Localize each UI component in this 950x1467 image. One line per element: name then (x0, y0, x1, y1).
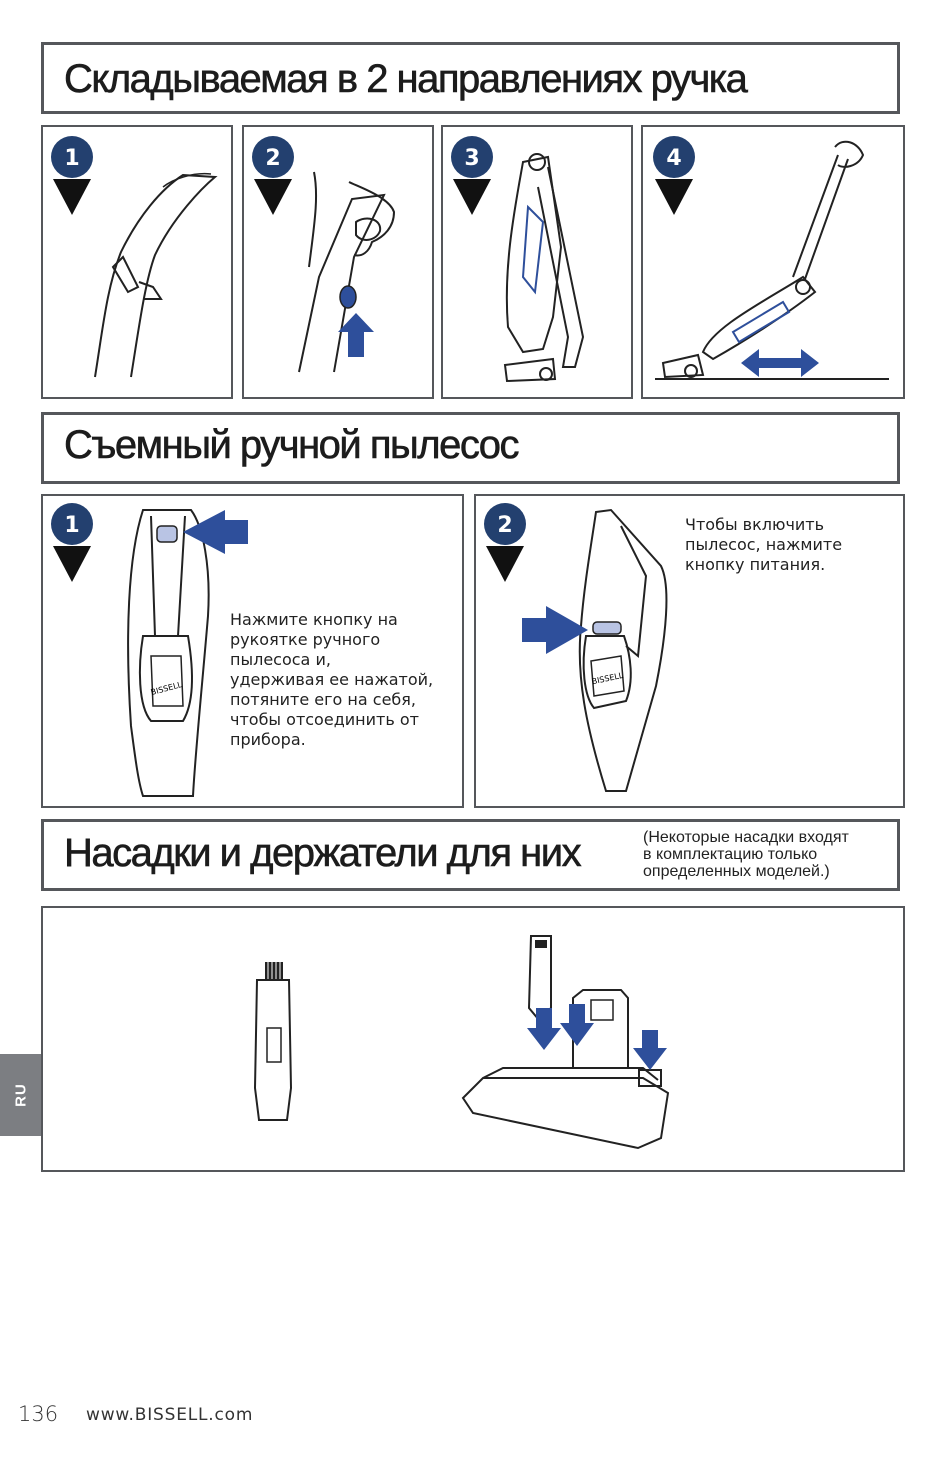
section-title: Съемный ручной пылесос (64, 423, 518, 468)
section-banner-handheld: Съемный ручной пылесос (41, 412, 900, 484)
attachment-holder (463, 936, 668, 1148)
handheld-step1-text: Нажмите кнопку на рукоятке ручного пылес… (230, 610, 460, 750)
section-banner-attachments: Насадки и держатели для них (Некоторые н… (41, 819, 900, 891)
attachments-note: (Некоторые насадки входят в комплектацию… (643, 829, 883, 880)
handheld-step-panel-2: 2 BISSELL Чтобы включить пылесос, нажмит… (474, 494, 905, 808)
step-badge-icon: 2 (484, 503, 526, 582)
step-badge-icon: 1 (51, 503, 93, 582)
step-panel-2: 2 (242, 125, 434, 399)
step-number: 2 (265, 146, 280, 171)
attachments-panel (41, 906, 905, 1172)
section-title: Складываемая в 2 направлениях ручка (64, 57, 746, 102)
handheld-step-panel-1: 1 BISSELL Нажмите кнопку на рукоятке руч… (41, 494, 464, 808)
step-number: 3 (464, 146, 479, 171)
folded-vacuum-illustration: 3 (443, 127, 635, 401)
direction-arrow-icon (183, 510, 248, 554)
step-number: 1 (64, 513, 79, 538)
step-panel-1: 1 (41, 125, 233, 399)
handheld-step2-text: Чтобы включить пылесос, нажмите кнопку п… (685, 515, 895, 575)
website-link[interactable]: www.BISSELL.com (86, 1405, 253, 1425)
direction-arrow-icon (522, 606, 588, 654)
language-tab: RU (0, 1054, 41, 1136)
hand-press-illustration: 2 (244, 127, 436, 401)
svg-text:BISSELL: BISSELL (150, 680, 184, 697)
attachments-illustration (43, 908, 907, 1174)
section-banner-folding-handle: Складываемая в 2 направлениях ручка (41, 42, 900, 114)
page-number: 136 (18, 1402, 58, 1426)
step-panel-4: 4 (641, 125, 905, 399)
svg-text:BISSELL: BISSELL (591, 671, 625, 687)
direction-arrow-icon (560, 1004, 594, 1046)
step-number: 4 (666, 146, 681, 171)
step-badge-icon: 2 (252, 136, 294, 215)
step-badge-icon: 3 (451, 136, 493, 215)
section-title: Насадки и держатели для них (64, 831, 580, 876)
upright-vacuum-illustration: 4 (643, 127, 907, 401)
step-number: 1 (64, 146, 79, 171)
direction-arrow-icon (741, 349, 819, 377)
direction-arrow-icon (527, 1008, 561, 1050)
step-number: 2 (497, 513, 512, 538)
dusting-brush-tool (255, 962, 291, 1120)
direction-arrow-icon (633, 1030, 667, 1070)
step-panel-3: 3 (441, 125, 633, 399)
language-code: RU (12, 1083, 29, 1107)
step-badge-icon: 4 (653, 136, 695, 215)
handle-illustration: 1 (43, 127, 235, 401)
step-badge-icon: 1 (51, 136, 93, 215)
